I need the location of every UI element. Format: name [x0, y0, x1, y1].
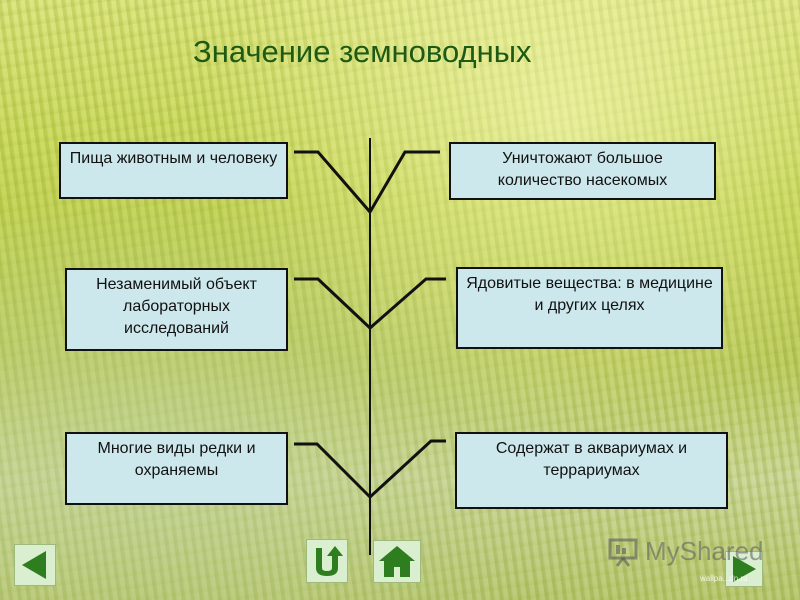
- box-aquarium: Содержат в аквариумах и террариумах: [455, 432, 728, 509]
- box-lab-text: Незаменимый объект лабораторных исследов…: [96, 276, 257, 337]
- connector-left-3: [294, 442, 372, 499]
- connector-right-2: [369, 277, 446, 330]
- prev-slide-button[interactable]: [14, 544, 56, 586]
- box-food: Пища животным и человеку: [59, 142, 288, 199]
- home-button[interactable]: [373, 540, 421, 583]
- next-arrow-icon: [733, 556, 756, 582]
- home-icon: [379, 546, 415, 577]
- presentation-icon: [608, 538, 638, 567]
- box-aquarium-text: Содержат в аквариумах и террариумах: [495, 440, 688, 479]
- watermark-credit: wallpa...dn.ru: [700, 574, 748, 583]
- box-rare: Многие виды редки и охраняемы: [65, 432, 288, 505]
- connector-left-1: [294, 150, 372, 213]
- box-insects-text: Уничтожают большое количество насекомых: [497, 150, 668, 189]
- connector-left-2: [294, 277, 372, 330]
- box-lab: Незаменимый объект лабораторных исследов…: [65, 268, 288, 351]
- box-insects: Уничтожают большое количество насекомых: [449, 142, 716, 200]
- prev-arrow-icon: [22, 551, 46, 579]
- return-button[interactable]: [306, 539, 348, 583]
- box-food-text: Пища животным и человеку: [69, 150, 278, 167]
- box-rare-text: Многие виды редки и охраняемы: [97, 440, 256, 479]
- return-icon: [316, 546, 343, 576]
- watermark-logo: MyShared: [607, 536, 764, 567]
- next-slide-button[interactable]: [725, 551, 763, 587]
- connector-right-3: [368, 439, 446, 499]
- box-poison: Ядовитые вещества: в медицине и других ц…: [456, 267, 723, 349]
- watermark-logo-text: MyShared: [645, 536, 764, 566]
- connector-right-1: [368, 150, 440, 213]
- box-poison-text: Ядовитые вещества: в медицине и других ц…: [466, 275, 713, 314]
- page-title: Значение земноводных: [193, 34, 532, 69]
